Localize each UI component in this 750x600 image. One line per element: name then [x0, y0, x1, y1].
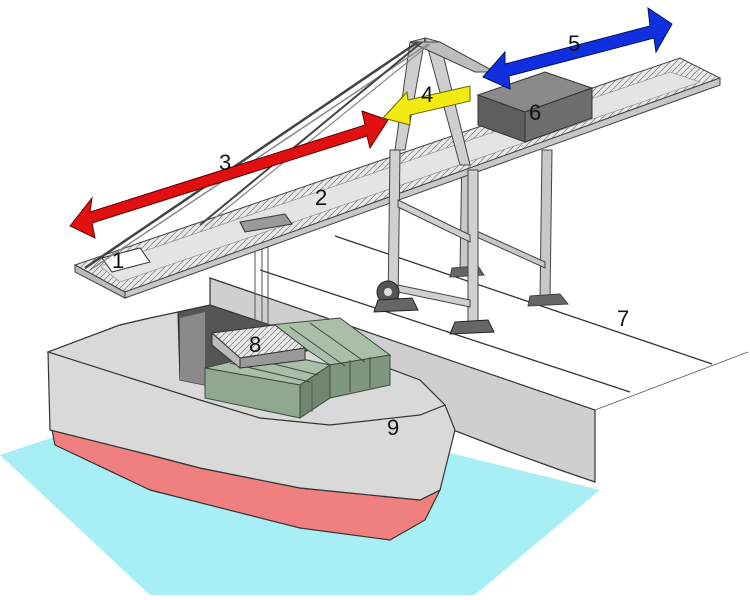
- operator-cabin: [101, 247, 151, 273]
- label-4: 4: [421, 82, 433, 107]
- crane-foot-back-2: [527, 293, 570, 307]
- double-arrow-red-icon: [69, 110, 389, 239]
- double-arrow-blue-icon: [482, 6, 673, 90]
- ship-hold-wall: [180, 312, 205, 385]
- arrow-left-yellow-icon: [382, 85, 471, 126]
- quay-line-a: [259, 269, 631, 393]
- label-5: 5: [568, 31, 580, 56]
- crane-back-legs: [449, 149, 570, 307]
- label-1: 1: [112, 248, 124, 273]
- trolley: [239, 213, 293, 233]
- label-6: 6: [529, 100, 541, 125]
- label-8: 8: [249, 332, 261, 357]
- label-2: 2: [315, 185, 327, 210]
- label-3: 3: [219, 150, 231, 175]
- crane-foot-back-1: [449, 265, 485, 278]
- crane-front-legs: [387, 149, 479, 326]
- label-9: 9: [387, 415, 399, 440]
- boom-front: [124, 77, 721, 299]
- label-7: 7: [617, 306, 629, 331]
- spreader: [210, 228, 307, 370]
- crane-feet-front: [373, 280, 495, 335]
- containers: [204, 317, 392, 419]
- machinery-house: [476, 71, 594, 143]
- quay-line-c: [594, 351, 749, 411]
